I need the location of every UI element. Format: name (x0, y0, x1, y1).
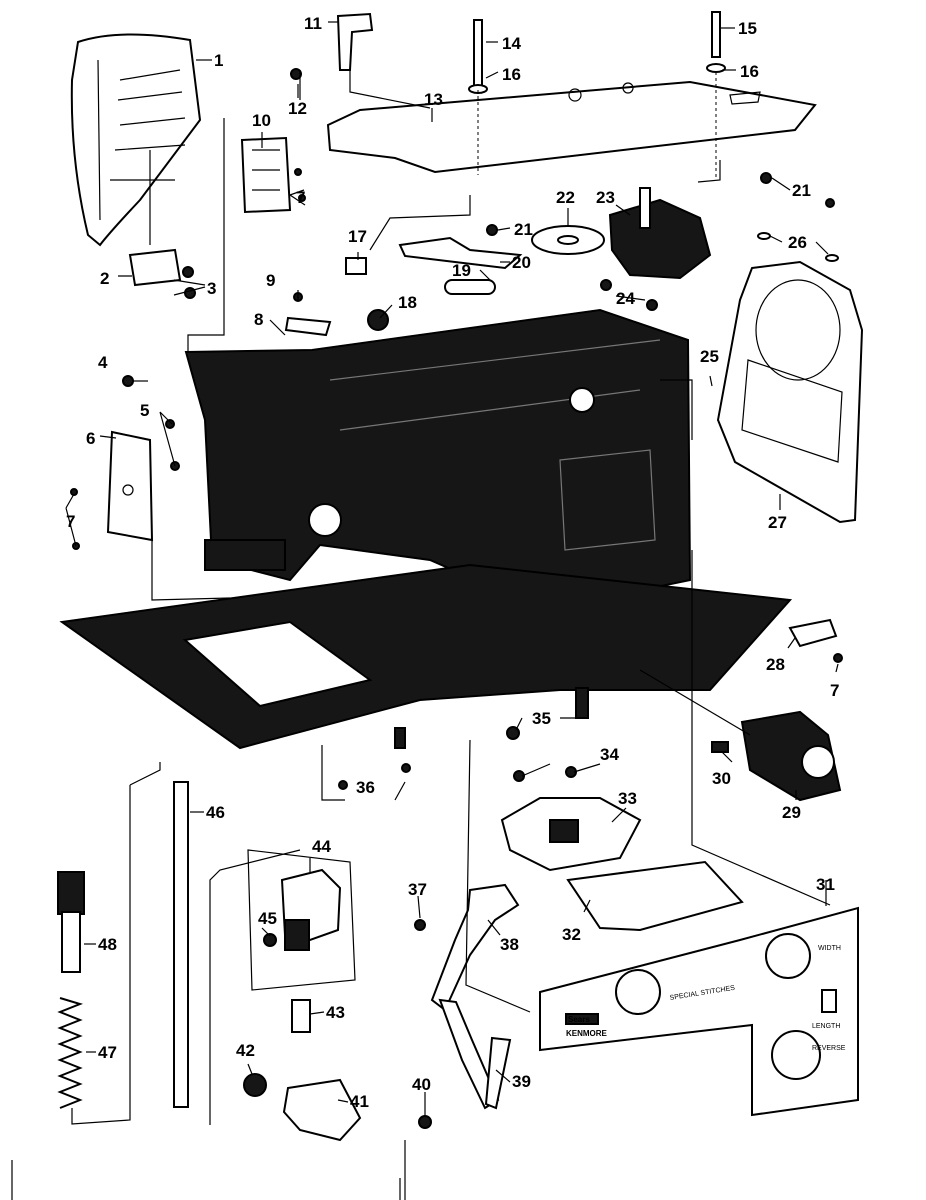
callout-33: 33 (618, 789, 637, 808)
callout-16a: 16 (502, 65, 521, 84)
callout-22: 22 (556, 188, 575, 207)
part-machine-bed (59, 563, 793, 750)
callout-7a: 7 (66, 512, 75, 531)
callout-16b: 16 (740, 62, 759, 81)
part-lifter-link (418, 998, 512, 1129)
callout-12: 12 (288, 99, 307, 118)
callout-20: 20 (512, 253, 531, 272)
part-motor (711, 710, 842, 802)
callout-14: 14 (502, 34, 521, 53)
callout-27: 27 (768, 513, 787, 532)
callout-9: 9 (266, 271, 275, 290)
callout-32: 32 (562, 925, 581, 944)
callout-47: 47 (98, 1043, 117, 1062)
leader-lines (11, 21, 839, 1200)
panel-reverse: REVERSE (812, 1045, 846, 1052)
callout-46: 46 (206, 803, 225, 822)
part-end-cover (70, 33, 202, 247)
callout-5: 5 (140, 401, 149, 420)
callout-31: 31 (816, 875, 835, 894)
part-clip (290, 12, 374, 80)
part-needle-bar (173, 781, 189, 1108)
part-machine-head (184, 308, 692, 612)
callout-15: 15 (738, 19, 757, 38)
callout-30: 30 (712, 769, 731, 788)
part-needle-clamp (263, 868, 342, 951)
part-small-hardware (345, 224, 523, 331)
callout-28: 28 (766, 655, 785, 674)
callout-7c: 7 (830, 681, 839, 700)
callout-23: 23 (596, 188, 615, 207)
callout-44: 44 (312, 837, 331, 856)
callout-40: 40 (412, 1075, 431, 1094)
part-long-screws (468, 11, 726, 94)
callout-37: 37 (408, 880, 427, 899)
callout-36: 36 (356, 778, 375, 797)
callout-35: 35 (532, 709, 551, 728)
callout-43: 43 (326, 1003, 345, 1022)
part-bracket (128, 248, 196, 299)
part-presser-bar (57, 871, 85, 973)
callout-10: 10 (252, 111, 271, 130)
callout-34: 34 (600, 745, 619, 764)
callout-1: 1 (214, 51, 223, 70)
callout-3: 3 (207, 279, 216, 298)
part-needle-plate (500, 766, 642, 872)
part-control-panel: Sears KENMORE SPECIAL STITCHES WIDTH LEN… (539, 906, 859, 1117)
callout-25: 25 (700, 347, 719, 366)
panel-brand-bottom: KENMORE (566, 1029, 608, 1038)
callout-7b: 7 (296, 188, 305, 207)
part-presser-spring (57, 997, 84, 1109)
panel-stitch-length: LENGTH (812, 1023, 840, 1030)
callout-2: 2 (100, 269, 109, 288)
part-washer (531, 225, 605, 255)
part-top-cover (326, 80, 817, 174)
callout-42: 42 (236, 1041, 255, 1060)
callout-labels: 1 2 3 4 5 6 7 7 7 8 9 10 11 12 13 14 15 … (66, 14, 839, 1111)
callout-4: 4 (98, 353, 108, 372)
callout-38: 38 (500, 935, 519, 954)
part-lifter-lever (414, 883, 520, 1012)
callout-48: 48 (98, 935, 117, 954)
part-slide-plate (566, 860, 744, 932)
part-bed-screws (338, 687, 589, 790)
callout-26: 26 (788, 233, 807, 252)
callout-39: 39 (512, 1072, 531, 1091)
callout-8: 8 (254, 310, 263, 329)
callout-19: 19 (452, 261, 471, 280)
callout-45: 45 (258, 909, 277, 928)
part-face-cover (716, 260, 864, 524)
callout-24: 24 (616, 289, 635, 308)
callout-17: 17 (348, 227, 367, 246)
callout-13: 13 (424, 90, 443, 109)
callout-29: 29 (782, 803, 801, 822)
part-gear-assembly (600, 187, 712, 311)
panel-brand-top: Sears (568, 1015, 590, 1024)
part-hinge-plate (240, 136, 306, 214)
part-presser-foot (243, 999, 362, 1142)
callout-21b: 21 (792, 181, 811, 200)
callout-11: 11 (304, 14, 322, 33)
callout-6: 6 (86, 429, 95, 448)
callout-21a: 21 (514, 220, 533, 239)
callout-18: 18 (398, 293, 417, 312)
callout-41: 41 (350, 1092, 369, 1111)
panel-stitch-width: WIDTH (818, 945, 841, 952)
part-right-bracket (788, 618, 843, 663)
